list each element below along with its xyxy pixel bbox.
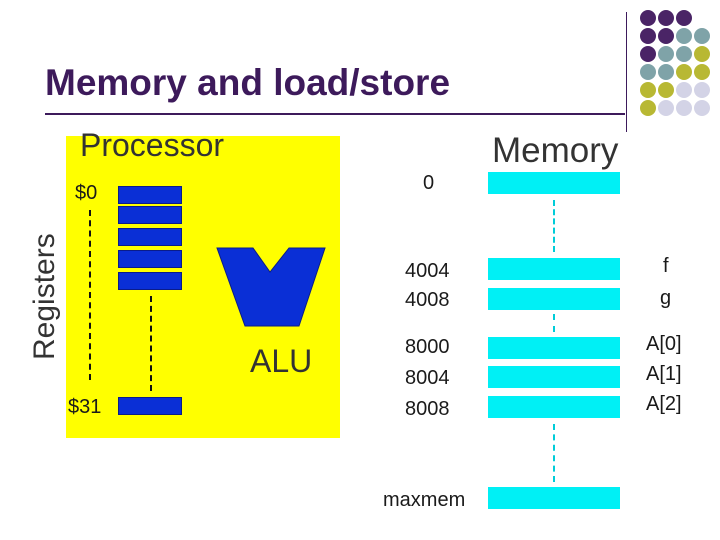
processor-label: Processor — [80, 127, 225, 163]
decor-dot — [658, 100, 674, 116]
register-cell — [118, 250, 182, 268]
variable-label: f — [663, 255, 669, 277]
address-label: maxmem — [383, 489, 466, 511]
decor-dot — [694, 82, 710, 98]
memory-cell — [488, 337, 620, 359]
variable-label: A[0] — [646, 333, 682, 355]
memory-gap-dashed-line — [553, 314, 555, 332]
register-file-dashed-line — [150, 296, 152, 391]
decorative-dot-grid — [632, 8, 716, 128]
decor-dot — [658, 10, 674, 26]
variable-label: A[2] — [646, 393, 682, 415]
decor-dot — [694, 28, 710, 44]
register-first-label: $0 — [75, 182, 98, 204]
decor-dot — [640, 82, 656, 98]
decor-dot — [676, 82, 692, 98]
decor-dot — [676, 64, 692, 80]
registers-dashed-line — [89, 210, 91, 380]
decor-dot — [658, 28, 674, 44]
decor-dot — [640, 64, 656, 80]
variable-label: g — [660, 287, 672, 309]
decor-dot — [694, 64, 710, 80]
memory-cell — [488, 366, 620, 388]
address-label: 8004 — [405, 367, 450, 389]
address-label: 4004 — [405, 260, 450, 282]
decor-dot — [676, 46, 692, 62]
register-cell — [118, 272, 182, 290]
title-underline — [45, 113, 625, 115]
memory-gap-dashed-line — [553, 424, 555, 482]
address-label: 0 — [423, 172, 435, 194]
decor-dot — [676, 10, 692, 26]
register-cell — [118, 186, 182, 204]
address-label: 4008 — [405, 289, 450, 311]
alu-label: ALU — [250, 343, 313, 379]
memory-cell — [488, 487, 620, 509]
slide-title: Memory and load/store — [45, 62, 451, 103]
memory-cell — [488, 396, 620, 418]
address-label: 8008 — [405, 398, 450, 420]
decor-dot — [640, 10, 656, 26]
alu-shape — [216, 247, 326, 327]
decor-dot — [694, 46, 710, 62]
memory-cell — [488, 172, 620, 194]
decor-dot — [640, 46, 656, 62]
decor-dot — [640, 28, 656, 44]
decor-dot — [658, 46, 674, 62]
decor-dot — [658, 82, 674, 98]
decor-dot — [640, 100, 656, 116]
address-label: 8000 — [405, 336, 450, 358]
memory-cell — [488, 258, 620, 280]
header-vertical-rule — [626, 12, 627, 132]
memory-label: Memory — [492, 131, 619, 170]
decor-dot — [694, 100, 710, 116]
register-cell — [118, 228, 182, 246]
memory-gap-dashed-line — [553, 200, 555, 252]
decor-dot — [658, 64, 674, 80]
register-cell — [118, 397, 182, 415]
register-cell — [118, 206, 182, 224]
register-last-label: $31 — [68, 396, 102, 418]
registers-label: Registers — [28, 233, 61, 360]
variable-label: A[1] — [646, 363, 682, 385]
memory-cell — [488, 288, 620, 310]
decor-dot — [676, 28, 692, 44]
decor-dot — [676, 100, 692, 116]
